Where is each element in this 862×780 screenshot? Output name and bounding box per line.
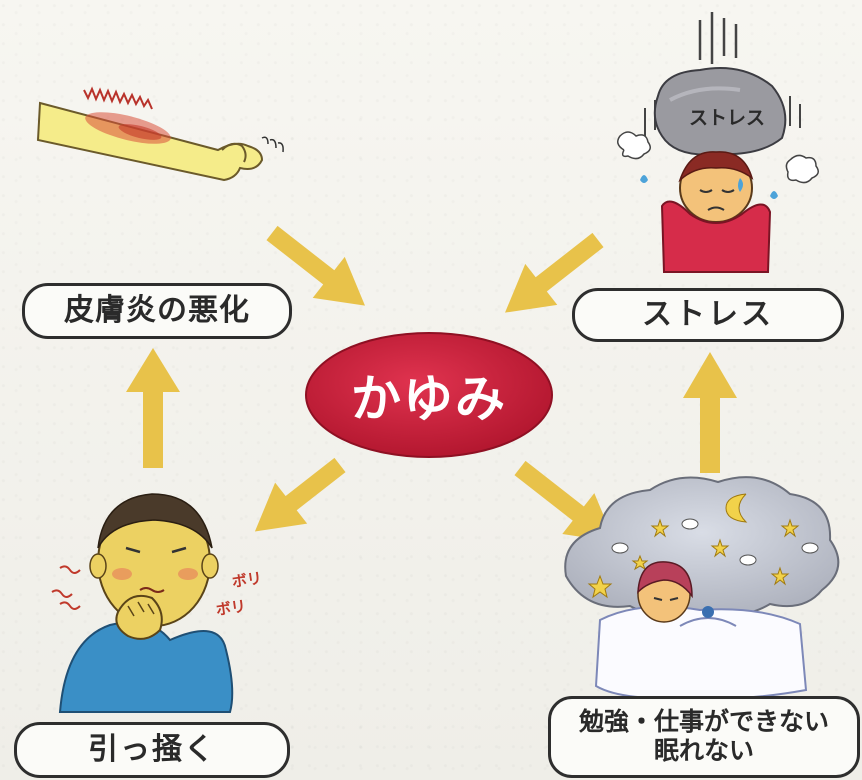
- scratching-label: 引っ掻く: [14, 722, 290, 778]
- scratch-sound-effect-1: ボリ: [230, 569, 264, 592]
- stress-rock-label: ストレス: [688, 107, 765, 129]
- dermatitis-worsening-label: 皮膚炎の悪化: [22, 283, 292, 339]
- cannot-work-study-text: 勉強・仕事ができない: [578, 707, 829, 737]
- sleepless-dream-cloud-illustration: [564, 476, 840, 700]
- arrow-sleep-to-stress: [683, 352, 737, 473]
- arrows: [126, 225, 737, 542]
- arrow-stress-person-to-center: [505, 232, 604, 313]
- arrow-arm-to-center: [266, 225, 365, 306]
- stressed-person-illustration: [617, 12, 819, 273]
- itchy-arm-illustration: [36, 86, 284, 182]
- center-oval: [305, 332, 553, 458]
- scratching-man-illustration: [51, 493, 234, 713]
- stress-label: ストレス: [572, 288, 844, 342]
- arrow-scratch-to-dermatitis: [126, 348, 180, 468]
- cannot-sleep-text: 眠れない: [653, 736, 754, 765]
- scratch-sound-effect-2: ボリ: [214, 597, 248, 620]
- cannot-work-sleep-label: 勉強・仕事ができない 眠れない: [548, 696, 860, 778]
- center-itch-label: かゆみ: [351, 370, 507, 428]
- arrow-center-to-scratch: [254, 457, 346, 532]
